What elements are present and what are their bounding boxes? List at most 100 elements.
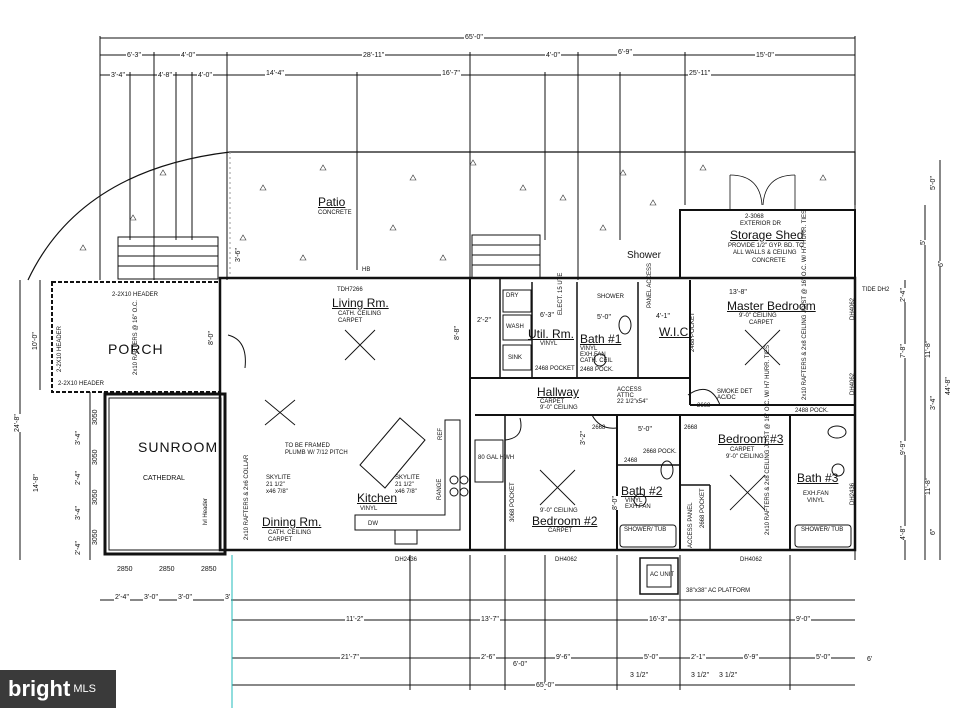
dim-t3: 28'-11" [362, 52, 386, 59]
patio-steps-left [117, 236, 219, 280]
dh2436b: DH2436 [850, 482, 856, 505]
panel-access-note: PANEL ACCESS [647, 262, 653, 308]
bath1-sub2: EXH.FAN [580, 352, 606, 358]
porch-label: PORCH [108, 341, 164, 357]
hallway-sub2: 9'-0" CEILING [540, 405, 578, 411]
bath3-label: Bath #3 [797, 471, 839, 485]
dim-m1: 13'-8" [728, 289, 748, 296]
dim-u5: 16'-7" [441, 70, 461, 77]
dim-u2: 4'-8" [157, 72, 173, 79]
skylite1: SKYLITE [266, 475, 291, 481]
bath2-sub2: EXH.FAN [625, 504, 651, 510]
patio-hatch [79, 159, 827, 261]
door-bath2: 2468 [624, 458, 638, 464]
shed-note2: ALL WALLS & CEILING [733, 250, 797, 256]
dining-sub2: CARPET [268, 537, 293, 543]
dim-r8: 9'-9" [900, 441, 907, 455]
brand-name: bright [8, 676, 71, 701]
dim-b2: 13'-7" [480, 616, 500, 623]
dim-u3: 4'-0" [197, 72, 213, 79]
dim-r1: 5'-0" [930, 176, 937, 190]
dim-l6: 2'-4" [75, 471, 82, 485]
wash-note: WASH [506, 324, 524, 330]
bath1-sub3: CATH. CEIL [580, 358, 613, 364]
access-l1: ACCESS [617, 387, 642, 393]
patio-sub: CONCRETE [318, 210, 352, 216]
bath2-sub1: VINYL [625, 498, 643, 504]
dim-c1: 21'-7" [340, 654, 360, 661]
dim-l3: 14'-8" [33, 474, 40, 492]
dim-m8: 5'-0" [637, 426, 653, 433]
bath2-label: Bath #2 [621, 484, 663, 498]
pocket-bath: 2468 POCK. [580, 367, 614, 373]
kitchen-island [359, 417, 426, 489]
dh4062a: DH4062 [555, 557, 578, 563]
access-l2: ATTIC [617, 393, 634, 399]
dim-r11: 4'-8" [900, 526, 907, 540]
tdh-note: TDH7266 [337, 287, 363, 293]
hallway-label: Hallway [537, 385, 580, 399]
dim-s3: 3'-0" [177, 594, 193, 601]
skylite2: SKYLITE [395, 475, 420, 481]
dim-r7: 11'-8" [925, 340, 932, 358]
brand-watermark: bright MLS [0, 670, 116, 708]
plumb-note: PLUMB W/ 7/12 PITCH [285, 450, 348, 456]
pocket-hall: 2668 POCK. [643, 449, 677, 455]
dim-l1: 10'-0" [32, 332, 39, 350]
range-note: RANGE [437, 478, 443, 500]
dim-l2: 24'-8" [14, 414, 21, 432]
dim-c5: 5'-0" [643, 654, 659, 661]
bedroom2-label: Bedroom #2 [532, 514, 598, 528]
dim-r2: 5' [920, 239, 927, 245]
skylite1b: 21 1/2" [266, 482, 285, 488]
dim-t5: 6'-9" [617, 49, 633, 56]
bath1-label: Bath #1 [580, 332, 622, 346]
dim-f2: 3 1/2" [690, 672, 711, 679]
dry-note: DRY [506, 293, 519, 299]
dim-m4: 6'-3" [539, 312, 555, 319]
dim-s2: 3'-0" [143, 594, 159, 601]
dim-l4: 3'-4" [75, 431, 82, 445]
framed-note: TO BE FRAMED [285, 443, 330, 449]
bedroom3-sub1: CARPET [730, 447, 755, 453]
dim-m5: 8'-8" [454, 326, 461, 340]
dim-m6: 2'-2" [476, 317, 492, 324]
smoke-l2: AC/DC [717, 395, 736, 401]
sunroom-label: SUNROOM [138, 439, 219, 455]
brand-sub: MLS [73, 683, 96, 695]
porch-rafters: 2x10 RAFTERS @ 16" O.C. [133, 300, 139, 375]
dim-r6: 7'-8" [900, 344, 907, 358]
door-hall1: 2668 [697, 403, 711, 409]
dim-w3: 2850 [200, 566, 218, 573]
b3-rafters: 2x10 RAFTERS & 2x8 CEILING JOIST @ 16" O… [765, 344, 771, 535]
living-sub2: CARPET [338, 318, 363, 324]
sunroom-area [103, 392, 227, 556]
storage-shed-area [679, 209, 856, 279]
dim-m7: 3'-2" [580, 431, 587, 445]
dim-t2: 4'-0" [180, 52, 196, 59]
dim-s1: 2'-4" [114, 594, 130, 601]
door-hall3: 2668 [684, 425, 698, 431]
pocket-wic: 2468 POCKET [690, 312, 696, 352]
dim-overall-bottom: 65'-0" [535, 682, 555, 689]
dim-w1: 2850 [116, 566, 134, 573]
dim-b4: 9'-0" [795, 616, 811, 623]
dim-b1: 11'-2" [345, 616, 365, 623]
dining-room-label: Dining Rm. [262, 515, 322, 529]
dim-sw1: 3050 [92, 409, 99, 425]
patio-area [27, 151, 856, 281]
kitchen-label: Kitchen [357, 491, 398, 505]
dim-r9: 11'-8" [925, 477, 932, 495]
porch-header1: 2-2X10 HEADER [112, 292, 159, 298]
hb-note: HB [362, 267, 371, 273]
dim-r13: 6' [866, 656, 874, 663]
master-sub2: CARPET [749, 320, 774, 326]
dh4062b: DH4062 [740, 557, 763, 563]
dim-sw4: 3050 [92, 529, 99, 545]
dim-m9: 3'-6" [235, 248, 242, 262]
ac-unit-label: AC UNIT [650, 572, 674, 578]
dim-f1: 3 1/2" [629, 672, 650, 679]
sunroom-sub: CATHEDRAL [143, 475, 185, 482]
pocket-util: 2468 POCKET [535, 366, 575, 372]
dh2436: DH2436 [395, 557, 418, 563]
